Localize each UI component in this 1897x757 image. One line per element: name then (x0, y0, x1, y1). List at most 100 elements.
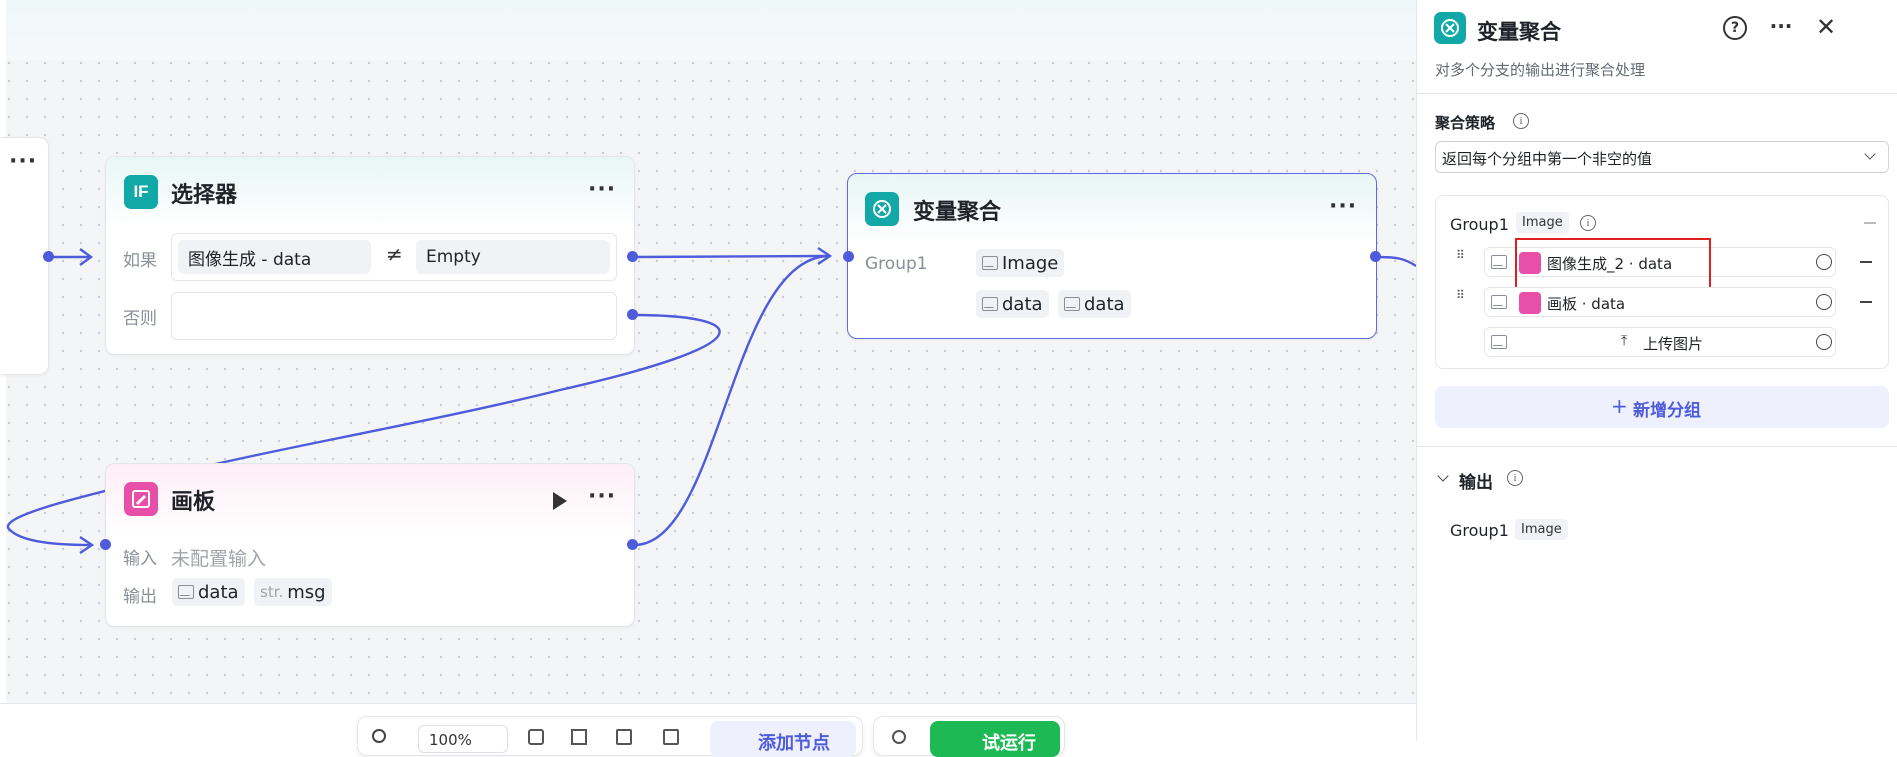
if-output-port[interactable] (627, 251, 638, 262)
group-name: Group1 (1450, 215, 1509, 234)
aggregate-tag: data (976, 290, 1049, 318)
output-section-toggle[interactable]: 输出 (1435, 468, 1535, 493)
output-label: 输出 (1459, 473, 1493, 493)
condition-right-operand[interactable]: Empty (416, 240, 610, 274)
play-icon[interactable] (553, 492, 567, 510)
image-icon (982, 297, 998, 311)
strategy-label: 聚合策略 (1435, 114, 1496, 132)
more-icon[interactable]: ··· (1329, 194, 1358, 219)
more-icon[interactable]: ··· (588, 177, 617, 202)
output-msg-tag: str.msg (254, 578, 332, 606)
aggregate-tag: data (1058, 290, 1131, 318)
more-icon[interactable]: ··· (588, 484, 617, 509)
group-row[interactable]: 图像生成_2 · data (1484, 238, 1836, 316)
image-icon (982, 256, 998, 270)
image-icon (178, 585, 194, 599)
workflow-canvas[interactable]: ··· IF 选择器 ··· 如果 图像生成 - data ≠ Empty 否则 (0, 0, 1417, 757)
image-icon (1491, 255, 1507, 269)
condition-left-operand[interactable]: 图像生成 - data (178, 240, 371, 274)
aggregate-input-port[interactable] (843, 251, 854, 262)
collapse-group-icon[interactable] (1864, 222, 1876, 224)
else-output-port[interactable] (627, 309, 638, 320)
output-data-tag: data (172, 578, 245, 606)
run-button[interactable]: 试运行 (930, 721, 1060, 757)
selector-node-title: 选择器 (171, 183, 238, 208)
upload-row[interactable]: ⤒ 上传图片 (1484, 327, 1836, 357)
group-type-badge: Image (1516, 212, 1569, 233)
image-gen-icon (1519, 252, 1541, 274)
board-output-port[interactable] (627, 539, 638, 550)
plus-icon: + (1611, 394, 1628, 418)
run-toolbar: 试运行 (873, 716, 1065, 757)
group-label: Group1 (865, 254, 928, 274)
panel-title: 变量聚合 (1477, 20, 1561, 44)
group-card: Group1 Image i ⠿ 图像生成_2 · data ⠿ 画板 · da… (1435, 195, 1889, 369)
aggregate-node-title: 变量聚合 (913, 200, 1002, 225)
remove-row-icon[interactable] (1860, 301, 1872, 303)
zoom-select[interactable]: 100% (418, 725, 508, 753)
grid-icon[interactable] (571, 729, 587, 745)
board-icon (124, 482, 158, 516)
image-icon (1491, 295, 1507, 309)
aggregate-node-header (848, 174, 1376, 244)
aggregate-icon (865, 192, 899, 226)
output-group-name: Group1 (1450, 521, 1509, 540)
string-type-label: str. (260, 583, 284, 601)
not-equal-icon[interactable]: ≠ (386, 242, 403, 266)
more-icon[interactable]: ··· (1769, 14, 1793, 38)
edge-aggregate-out (1375, 255, 1417, 267)
panel-subtitle: 对多个分支的输出进行聚合处理 (1435, 61, 1646, 79)
history-icon[interactable] (892, 730, 906, 744)
output-label: 输出 (123, 587, 157, 607)
image-icon[interactable] (616, 729, 632, 745)
minimap-icon[interactable] (372, 729, 386, 743)
group-row[interactable]: 画板 · data (1484, 287, 1836, 317)
variable-picker-icon[interactable] (1816, 294, 1832, 310)
drag-handle-icon[interactable]: ⠿ (1456, 288, 1465, 302)
if-icon: IF (124, 175, 158, 209)
edge-board-to-aggregate (633, 254, 829, 547)
aggregate-output-port[interactable] (1370, 251, 1381, 262)
aggregate-icon (1434, 12, 1466, 44)
selector-input-port[interactable] (43, 251, 54, 262)
property-panel: 变量聚合 ? ··· ✕ 对多个分支的输出进行聚合处理 聚合策略 i 返回每个分… (1416, 0, 1897, 741)
add-node-button[interactable]: 添加节点 (710, 721, 856, 757)
variable-picker-icon[interactable] (1816, 334, 1832, 350)
output-group-type: Image (1515, 519, 1568, 540)
selector-node[interactable]: IF 选择器 ··· 如果 图像生成 - data ≠ Empty 否则 (105, 156, 635, 355)
input-value: 未配置输入 (171, 548, 267, 570)
edge-if-to-aggregate (633, 254, 829, 259)
board-node-header (106, 464, 634, 534)
offscreen-node[interactable]: ··· (0, 137, 49, 375)
aggregate-node[interactable]: 变量聚合 ··· Group1 Image data data (847, 173, 1377, 339)
selector-node-header (106, 157, 634, 227)
image-icon (1064, 297, 1080, 311)
board-node[interactable]: 画板 ··· 输入 未配置输入 输出 data str.msg (105, 463, 635, 627)
variable-picker-icon[interactable] (1816, 254, 1832, 270)
board-input-port[interactable] (100, 539, 111, 550)
more-icon[interactable]: ··· (9, 149, 38, 174)
help-icon[interactable]: ? (1723, 16, 1747, 40)
layout-icon[interactable] (528, 729, 544, 745)
else-box[interactable] (171, 292, 617, 340)
divider (1417, 446, 1897, 447)
info-icon[interactable]: i (1507, 470, 1523, 486)
info-icon[interactable]: i (1513, 113, 1529, 129)
strategy-select[interactable]: 返回每个分组中第一个非空的值 (1435, 141, 1889, 173)
remove-row-icon[interactable] (1860, 261, 1872, 263)
canvas-toolbar: 100% 添加节点 (357, 716, 863, 757)
if-label: 如果 (123, 251, 157, 271)
input-label: 输入 (123, 549, 157, 569)
board-icon (1519, 292, 1541, 314)
close-icon[interactable]: ✕ (1815, 13, 1837, 41)
info-icon[interactable]: i (1580, 215, 1596, 231)
board-node-title: 画板 (171, 490, 216, 515)
connection-edges (6, 247, 1417, 554)
canvas-top-band (0, 0, 1416, 60)
group-row-value: 图像生成_2 · data (1547, 255, 1673, 273)
add-group-button[interactable]: + 新增分组 (1435, 386, 1889, 428)
drag-handle-icon[interactable]: ⠿ (1456, 248, 1466, 262)
upload-label: 上传图片 (1643, 335, 1704, 353)
strategy-value: 返回每个分组中第一个非空的值 (1442, 150, 1653, 168)
frame-icon[interactable] (663, 729, 679, 745)
